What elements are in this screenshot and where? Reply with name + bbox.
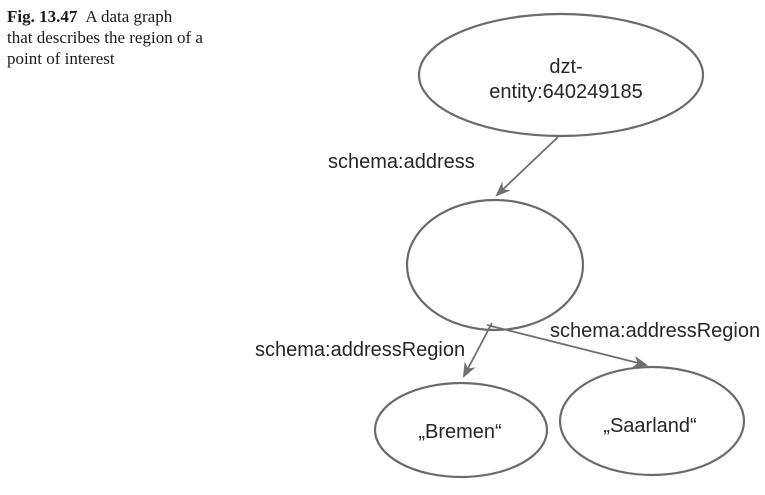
node-bremen-label: „Bremen“ [418,421,501,443]
edge-schema-address-label: schema:address [328,151,475,173]
caption-line-2: that describes the region of a [7,28,203,47]
figure-caption: Fig. 13.47 A data graph that describes th… [7,6,257,69]
node-saarland-ellipse [558,365,746,477]
node-entity-ellipse [417,12,705,138]
node-blank-ellipse [405,198,585,332]
caption-line-1-text: A data graph [85,7,173,26]
node-saarland-label: „Saarland“ [603,415,696,437]
figure-number: Fig. 13.47 [7,7,78,26]
edge-address-region-left-label: schema:addressRegion [255,339,465,361]
node-bremen-ellipse [373,381,549,479]
edge-address-region-right-arrow [486,324,649,368]
node-entity-label-line2: entity:640249185 [489,81,642,103]
caption-line-3: point of interest [7,49,115,68]
node-entity-label-line1: dzt- [549,56,582,78]
caption-line-1: Fig. 13.47 A data graph [7,6,257,27]
edge-address-region-right-label: schema:addressRegion [550,320,760,342]
edge-schema-address-arrow [495,136,559,197]
edge-address-region-left-arrow [462,322,493,379]
